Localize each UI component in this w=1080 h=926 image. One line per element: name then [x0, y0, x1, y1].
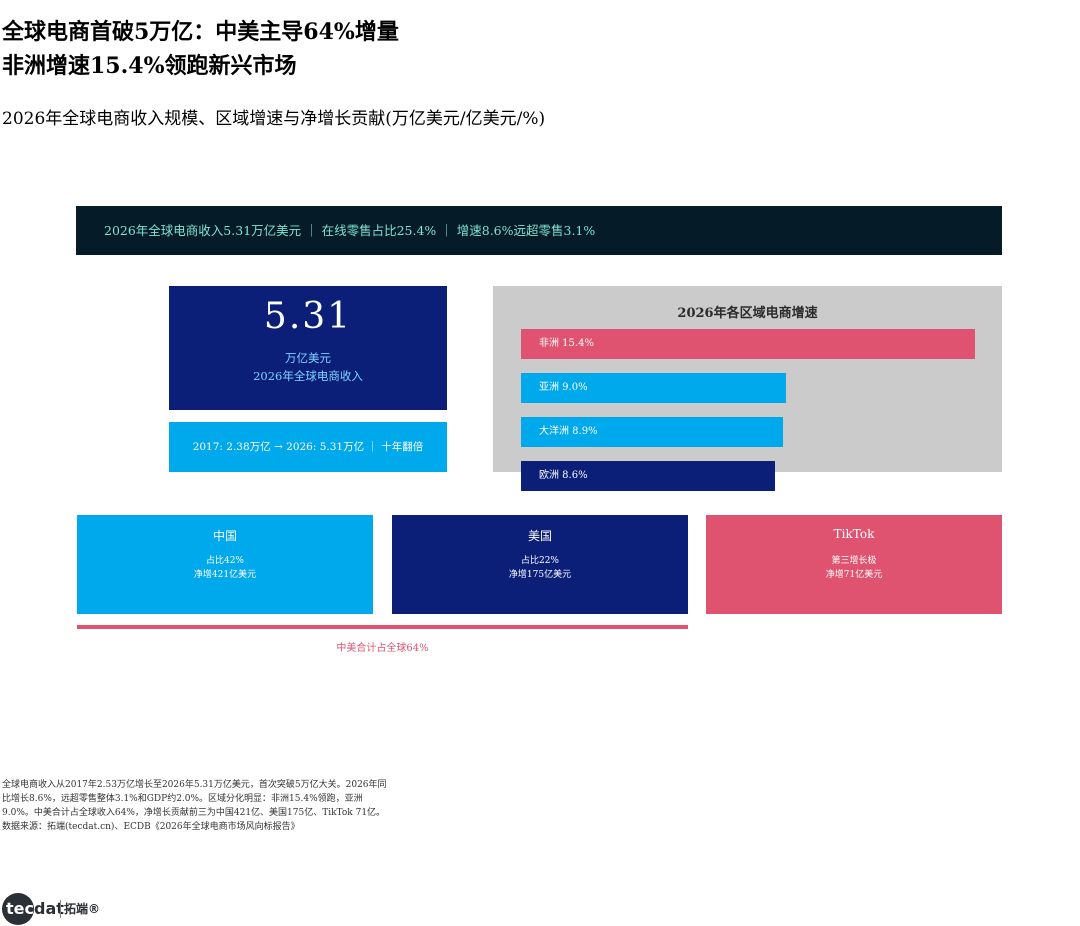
- summary-banner: 2026年全球电商收入5.31万亿美元 ｜ 在线零售占比25.4% ｜ 增速8.…: [76, 206, 1002, 255]
- country-card-net-growth: 净增175亿美元: [508, 570, 572, 580]
- region-bar-2: 大洋洲 8.9%: [521, 417, 783, 447]
- logo-text-cn: 拓端®: [64, 902, 101, 916]
- logo-separator: [60, 900, 61, 918]
- country-card-net-growth: 净增421亿美元: [193, 570, 257, 580]
- region-bar-0: 非洲 15.4%: [521, 329, 975, 359]
- combined-share-divider: [77, 625, 688, 629]
- footnote-text: 全球电商收入从2017年2.53万亿增长至2026年5.31万亿美元，首次突破5…: [2, 780, 387, 832]
- country-card-share: 第三增长极: [831, 556, 877, 566]
- revenue-kpi-unit: 万亿美元: [285, 351, 331, 365]
- country-card-name: 美国: [527, 529, 552, 543]
- country-card-china: 中国 占比42% 净增421亿美元: [77, 515, 373, 614]
- logo-circle-icon: [2, 893, 34, 925]
- country-card-name: 中国: [212, 529, 237, 543]
- decade-growth-text: 2017: 2.38万亿 → 2026: 5.31万亿 ｜ 十年翻倍: [192, 441, 424, 453]
- region-bar-1: 亚洲 9.0%: [521, 373, 786, 403]
- country-card-usa: 美国 占比22% 净增175亿美元: [392, 515, 688, 614]
- decade-growth-card: 2017: 2.38万亿 → 2026: 5.31万亿 ｜ 十年翻倍: [169, 422, 447, 472]
- region-bar-label: 亚洲 9.0%: [539, 382, 588, 393]
- page-title-line2: 非洲增速15.4%领跑新兴市场: [2, 53, 297, 79]
- country-card-name: TikTok: [833, 527, 875, 541]
- revenue-kpi-card: 5.31 万亿美元 2026年全球电商收入: [169, 286, 447, 410]
- combined-share-note: 中美合计占全球64%: [336, 643, 429, 654]
- country-card-share: 占比42%: [205, 556, 244, 566]
- page-subtitle: 2026年全球电商收入规模、区域增速与净增长贡献(万亿美元/亿美元/%): [2, 109, 546, 129]
- summary-banner-text: 2026年全球电商收入5.31万亿美元 ｜ 在线零售占比25.4% ｜ 增速8.…: [104, 223, 596, 238]
- region-bar-label: 大洋洲 8.9%: [539, 426, 598, 437]
- region-growth-title: 2026年各区域电商增速: [677, 306, 818, 321]
- region-bar-label: 欧洲 8.6%: [539, 470, 588, 481]
- tecdat-logo: tec dat 拓端®: [2, 893, 122, 925]
- country-card-tiktok: TikTok 第三增长极 净增71亿美元: [706, 515, 1002, 614]
- page-title-line1: 全球电商首破5万亿：中美主导64%增量: [2, 19, 399, 45]
- revenue-kpi-desc: 2026年全球电商收入: [253, 369, 363, 383]
- logo-text-dat: dat: [34, 899, 64, 918]
- region-growth-panel: 2026年各区域电商增速 非洲 15.4% 亚洲 9.0% 大洋洲 8.9% 欧洲 8…: [493, 286, 1002, 491]
- revenue-kpi-value: 5.31: [263, 296, 353, 337]
- country-card-share: 占比22%: [520, 556, 559, 566]
- country-card-net-growth: 净增71亿美元: [825, 570, 883, 580]
- region-bar-label: 非洲 15.4%: [539, 338, 594, 349]
- logo-text-tec: tec: [6, 899, 34, 918]
- region-bar-3: 欧洲 8.6%: [521, 461, 775, 491]
